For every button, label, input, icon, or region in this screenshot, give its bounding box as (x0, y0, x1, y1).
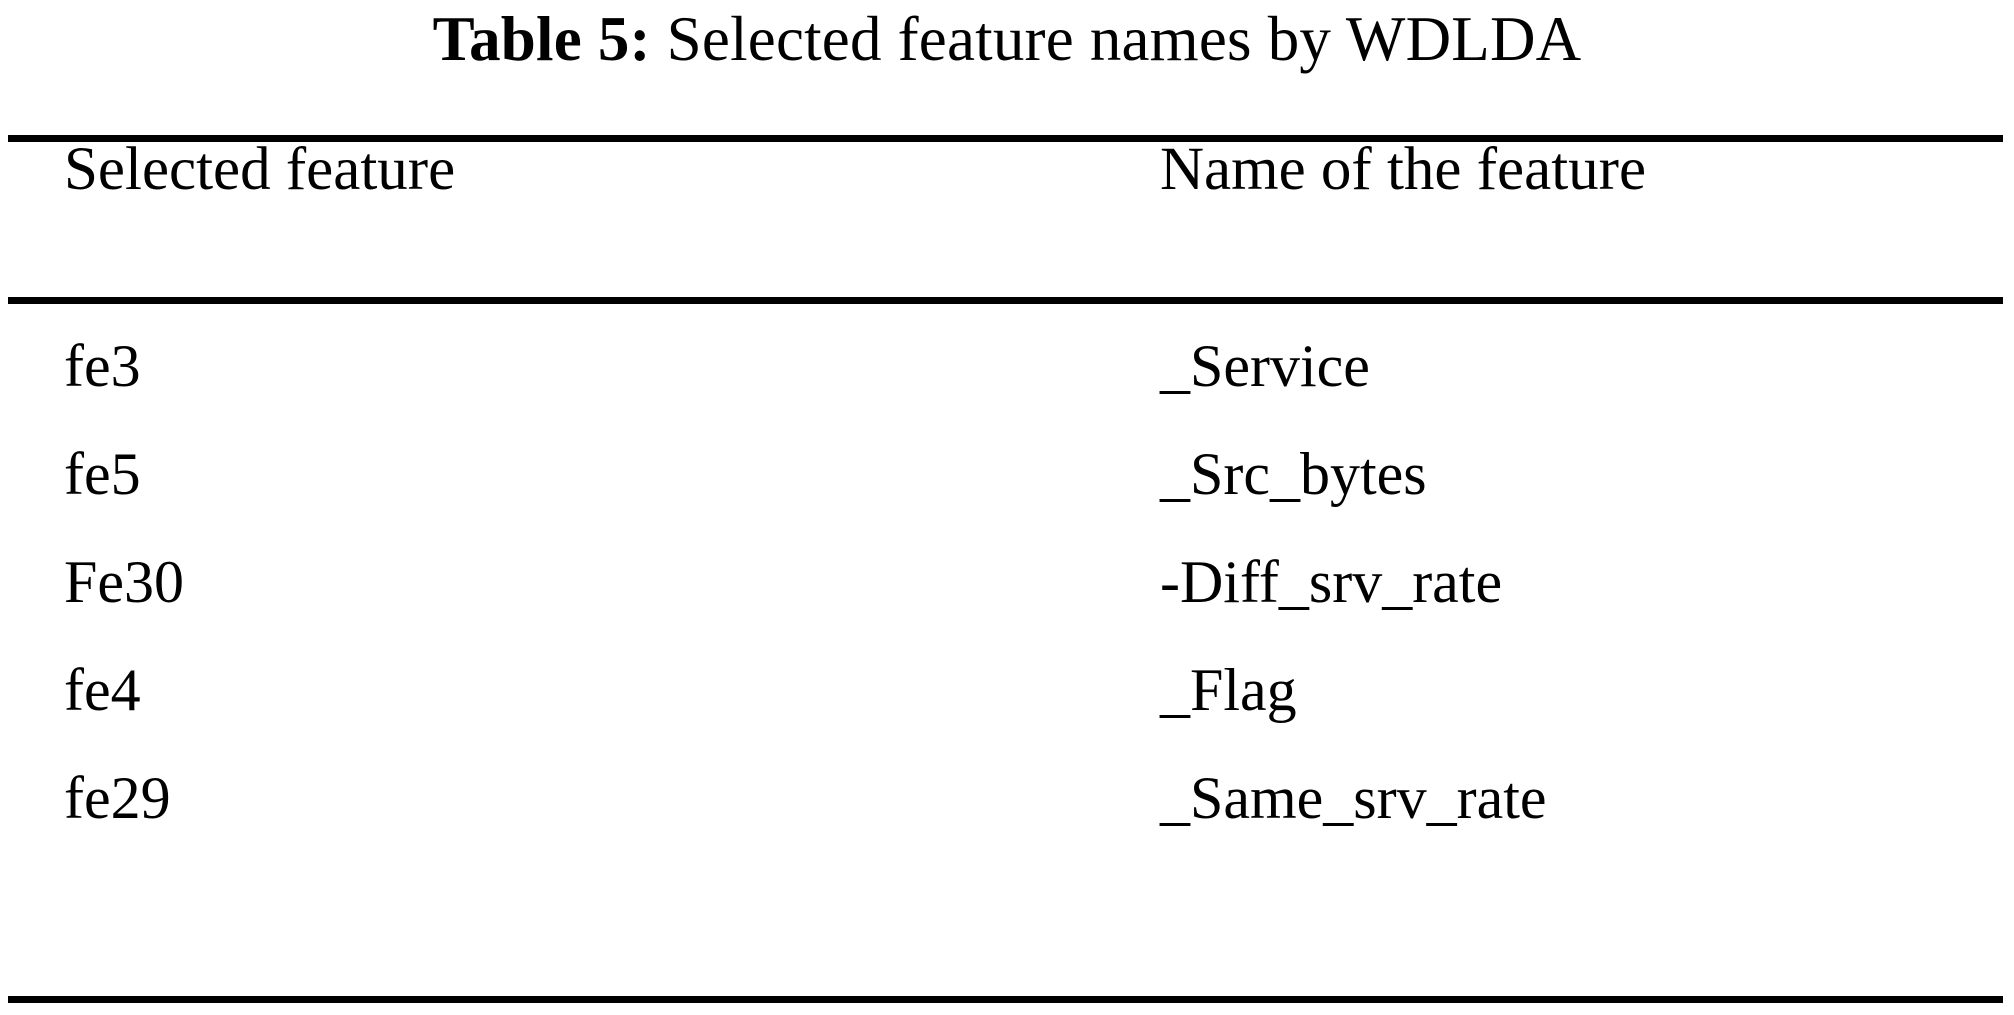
table-row: fe4 _Flag (0, 636, 2014, 744)
table-row: Fe30 -Diff_srv_rate (0, 528, 2014, 636)
table-row: fe29 _Same_srv_rate (0, 744, 2014, 852)
table-header-row: Selected feature Name of the feature (0, 116, 2014, 224)
table-row: fe3 _Service (0, 312, 2014, 420)
cell-selected-feature: fe4 (64, 657, 141, 723)
table-bottom-rule (8, 996, 2003, 1003)
cell-selected-feature: fe29 (64, 765, 171, 831)
table-top-rule (8, 135, 2003, 142)
cell-selected-feature: Fe30 (64, 549, 184, 615)
table-caption: Table 5: Selected feature names by WDLDA (0, 2, 2014, 76)
cell-selected-feature: fe5 (64, 441, 141, 507)
table-caption-label: Table 5: (432, 4, 651, 74)
cell-feature-name: _Src_bytes (1160, 441, 1427, 507)
cell-selected-feature: fe3 (64, 333, 141, 399)
column-header-selected-feature: Selected feature (64, 136, 456, 203)
table-caption-text: Selected feature names by WDLDA (666, 4, 1582, 74)
cell-feature-name: _Service (1160, 333, 1370, 399)
column-header-name-of-the-feature: Name of the feature (1160, 136, 1647, 203)
cell-feature-name: _Flag (1160, 657, 1297, 723)
table-header-rule (8, 297, 2003, 304)
cell-feature-name: _Same_srv_rate (1160, 765, 1547, 831)
cell-feature-name: -Diff_srv_rate (1160, 549, 1503, 615)
table-row: fe5 _Src_bytes (0, 420, 2014, 528)
